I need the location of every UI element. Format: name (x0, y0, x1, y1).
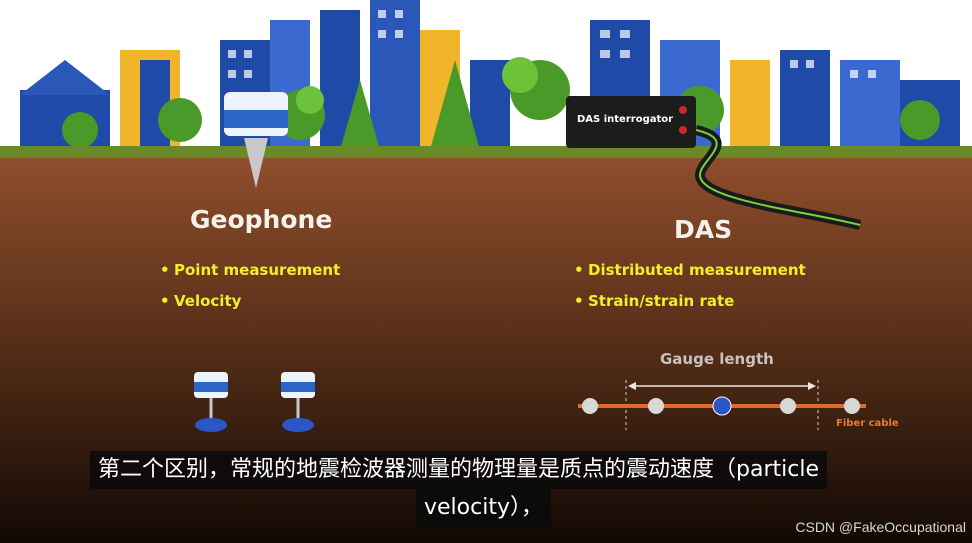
small-geophone-icon-1 (194, 372, 228, 432)
gauge-length-label: Gauge length (660, 350, 774, 368)
fiber-channel-line (578, 396, 866, 416)
das-bullet-list: •Distributed measurement •Strain/strain … (574, 255, 806, 317)
geophone-title: Geophone (190, 205, 333, 234)
fiber-cable-label: Fiber cable (836, 418, 899, 429)
csdn-watermark: CSDN @FakeOccupational (795, 519, 966, 535)
bullet-item: •Velocity (160, 292, 242, 310)
das-title: DAS (674, 215, 733, 244)
das-interrogator-label: DAS interrogator (577, 114, 674, 125)
geophone-sensor-icon (224, 92, 288, 188)
geophone-bullet-list: •Point measurement •Velocity (160, 255, 340, 317)
bullet-item: •Distributed measurement (574, 261, 806, 279)
bilibili-logo: 新地视 bilibili (796, 28, 899, 46)
subtitle-line-1: 第二个区别，常规的地震检波器测量的物理量是质点的震动速度（particle (90, 451, 827, 489)
bullet-item: •Point measurement (160, 261, 341, 279)
das-interrogator-icon (566, 96, 696, 148)
bullet-item: •Strain/strain rate (574, 292, 735, 310)
small-geophone-icon-2 (281, 372, 315, 432)
subtitle-line-2: velocity）， (416, 489, 551, 527)
city-skyline (20, 0, 960, 150)
